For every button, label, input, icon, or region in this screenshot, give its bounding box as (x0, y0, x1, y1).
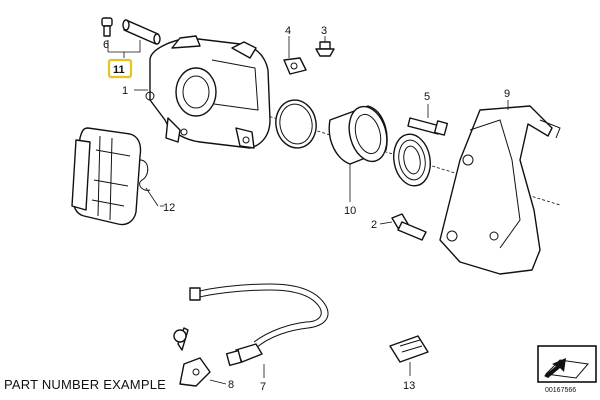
label-5: 5 (424, 91, 430, 103)
bolt-part-2 (391, 213, 427, 241)
grease-packet-part-13 (389, 335, 429, 376)
wear-sensor-part-7 (189, 283, 329, 378)
clip-part-4 (283, 36, 307, 75)
label-9: 9 (504, 88, 510, 100)
guide-pin-part (122, 19, 161, 45)
label-6: 6 (103, 39, 109, 51)
seal-ring (275, 99, 317, 149)
label-12: 12 (163, 202, 175, 214)
label-13: 13 (403, 380, 415, 392)
carrier-bracket-part-9 (439, 105, 561, 275)
guide-bolt-part-5 (407, 104, 449, 136)
bolt-part-6 (101, 17, 113, 37)
label-4: 4 (285, 25, 291, 37)
connector-part-8 (173, 327, 227, 387)
part-11-highlight (107, 58, 133, 79)
document-emblem: 00167566 (537, 345, 597, 394)
brake-pads-part-12 (71, 127, 159, 226)
label-2: 2 (371, 219, 377, 231)
piston-part-10 (328, 105, 388, 202)
document-id: 00167566 (545, 387, 576, 394)
dust-boot-ring (393, 133, 431, 187)
caption-text: PART NUMBER EXAMPLE (4, 377, 167, 392)
label-7: 7 (260, 381, 266, 393)
label-11: 11 (113, 64, 125, 76)
label-1: 1 (122, 85, 128, 97)
caliper-housing-part-1 (145, 35, 271, 149)
label-3: 3 (321, 25, 327, 37)
bleeder-screw-part-3 (315, 36, 335, 57)
label-10: 10 (344, 205, 356, 217)
label-8: 8 (228, 379, 234, 391)
